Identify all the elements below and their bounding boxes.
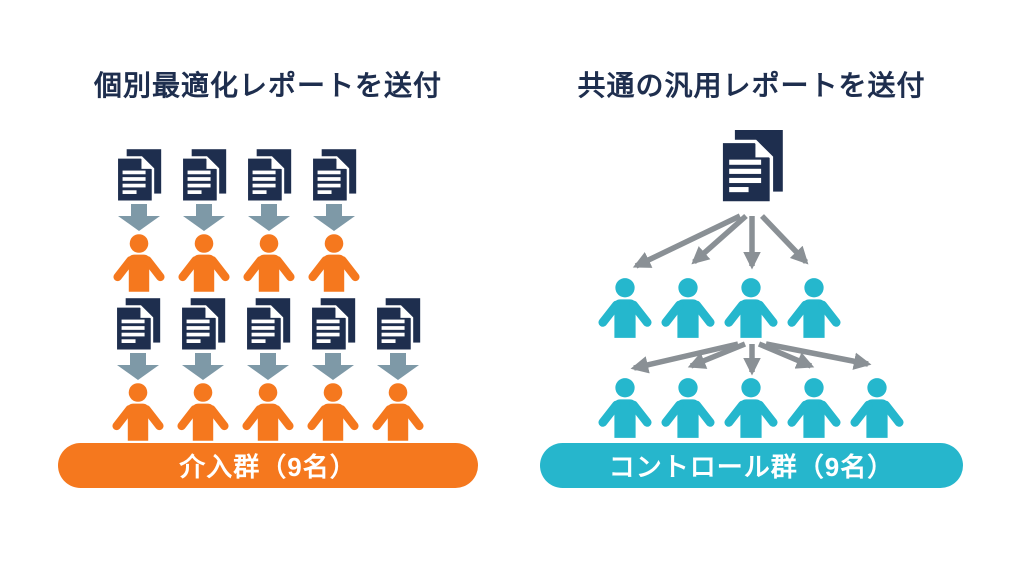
control-group-diagram <box>540 120 963 450</box>
down-arrow-icon <box>118 204 160 231</box>
recipient-person-icon <box>787 378 841 438</box>
recipient-person-icon <box>372 383 424 441</box>
down-arrow-icon <box>313 204 355 231</box>
right-panel-title: 共通の汎用レポートを送付 <box>577 70 926 101</box>
recipient-person-icon <box>242 383 294 441</box>
recipient-person-icon <box>661 278 715 338</box>
intervention-group-panel: 個別最適化レポートを送付 <box>58 0 478 576</box>
recipient-person-icon <box>598 378 652 438</box>
report-delivery-unit <box>106 298 170 441</box>
down-arrow-icon <box>182 353 224 380</box>
report-document-stack-icon <box>245 298 291 351</box>
report-document-stack-icon <box>116 149 162 202</box>
down-arrow-icon <box>248 204 290 231</box>
down-arrow-icon <box>312 353 354 380</box>
report-document-stack-icon <box>181 149 227 202</box>
recipient-person-icon <box>243 234 295 292</box>
recipient-person-icon <box>787 278 841 338</box>
report-document-stack-icon <box>720 130 783 203</box>
recipient-person-icon <box>598 278 652 338</box>
left-row-1 <box>107 149 366 292</box>
report-document-stack-icon <box>311 149 357 202</box>
intervention-group-label: 介入群（9名） <box>179 452 357 482</box>
report-document-stack-icon <box>310 298 356 351</box>
distribution-arrows-icon <box>630 213 872 376</box>
report-document-stack-icon <box>115 298 161 351</box>
report-delivery-unit <box>366 298 430 441</box>
down-arrow-icon <box>377 353 419 380</box>
intervention-group-banner: 介入群（9名） <box>58 443 478 488</box>
recipient-person-icon <box>307 383 359 441</box>
recipient-person-icon <box>113 234 165 292</box>
control-group-label: コントロール群（9名） <box>608 452 895 482</box>
recipient-person-icon <box>308 234 360 292</box>
down-arrow-icon <box>247 353 289 380</box>
report-document-stack-icon <box>246 149 292 202</box>
report-delivery-unit <box>172 149 236 292</box>
report-document-stack-icon <box>180 298 226 351</box>
recipient-person-icon <box>724 378 778 438</box>
left-row-2 <box>106 298 430 441</box>
report-delivery-unit <box>236 298 300 441</box>
recipient-person-icon <box>177 383 229 441</box>
control-group-panel: 共通の汎用レポートを送付 <box>540 0 963 576</box>
report-delivery-unit <box>107 149 171 292</box>
down-arrow-icon <box>183 204 225 231</box>
recipient-person-icon <box>661 378 715 438</box>
left-panel-title: 個別最適化レポートを送付 <box>93 70 442 101</box>
recipient-person-icon <box>112 383 164 441</box>
report-delivery-unit <box>237 149 301 292</box>
report-document-stack-icon <box>375 298 421 351</box>
report-delivery-unit <box>301 298 365 441</box>
down-arrow-icon <box>117 353 159 380</box>
control-group-banner: コントロール群（9名） <box>540 443 963 488</box>
recipient-person-icon <box>178 234 230 292</box>
recipient-person-icon <box>724 278 778 338</box>
report-delivery-unit <box>171 298 235 441</box>
recipient-person-icon <box>850 378 904 438</box>
report-delivery-unit <box>302 149 366 292</box>
